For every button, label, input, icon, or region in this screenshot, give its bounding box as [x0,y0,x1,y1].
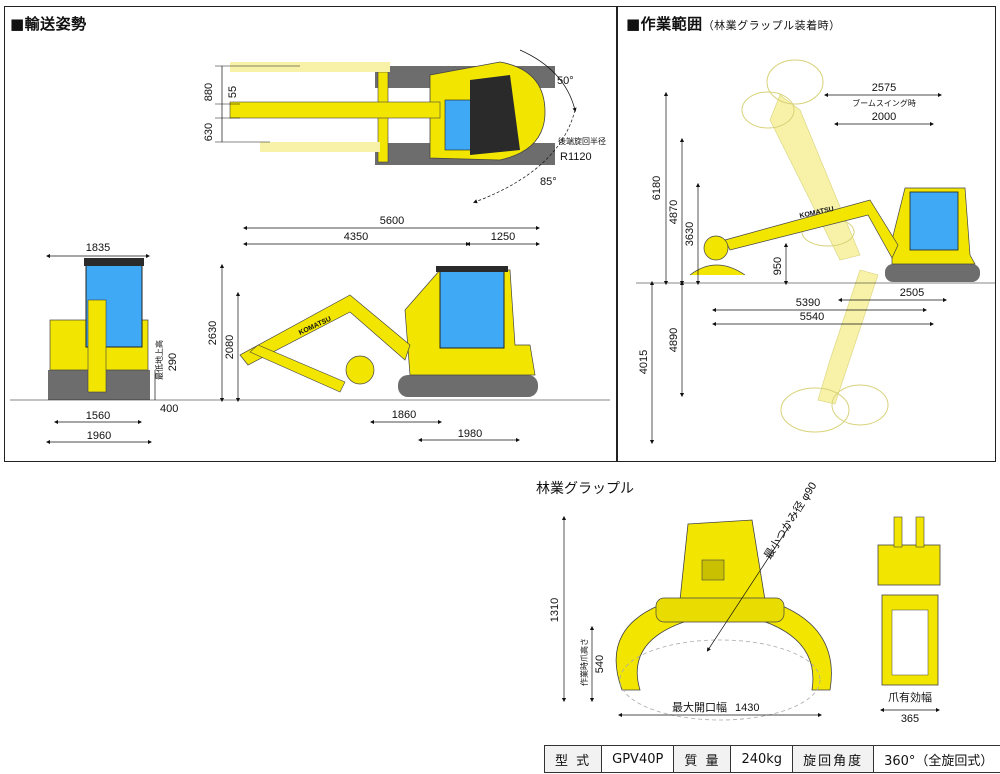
diagram-frame [4,6,996,462]
work-range-section-title: ■作業範囲（林業グラップル装着時） [626,13,841,34]
ghost-grapple-bottom2 [831,384,889,426]
top-roof [470,75,520,155]
dim-1860: 1860 [392,409,416,421]
ground-clearance-label: 最低地上高 [154,340,164,380]
ghost-grapple-top2 [741,91,795,129]
spec-row: 型 式 GPV40P 質 量 240kg 旋回角度 360°（全旋回式） [543,745,1000,773]
spec-mass-label: 質 量 [673,745,732,773]
rear-radius-label: 後端旋回半径 [558,136,606,146]
dim-4890: 4890 [668,328,680,352]
section-divider [616,6,618,462]
grapple-open-arc [619,639,821,721]
dim-2080: 2080 [224,335,236,359]
side-view-machine: KOMATSU [239,266,538,397]
grapple-pivot-bar [655,597,785,623]
grapple-claw-right [759,604,832,691]
work-range-title: ■作業範囲 [626,15,703,33]
work-boom [724,199,899,259]
dim-5540: 5540 [800,311,824,323]
dim-1250: 1250 [491,231,515,243]
boom-swing-label: ブームスイング時 [852,98,916,108]
top-view-machine [229,61,555,165]
work-range-machine: KOMATSU [689,187,980,282]
top-ghost-arm-right [260,142,380,152]
top-view-dims: 880 55 630 50° 85° 後端旋回半径 R1120 [203,49,606,204]
grapple-side-view [615,519,832,721]
dim-4870: 4870 [668,200,680,224]
ghost-grapple-bottom [780,387,850,433]
grapple-front-opening [891,609,929,676]
side-roof [436,266,508,272]
top-cab-window [444,99,474,151]
grapple-front-view [877,516,941,686]
max-open-label: 最大開口幅 [672,700,727,714]
dim-400: 400 [160,403,178,415]
work-track [885,264,980,282]
side-cab [439,269,505,349]
grapple-front-ear-left [893,516,903,548]
effective-width: 365 [901,713,919,725]
ghost-grapple-top [766,59,824,105]
grapple-section-title: 林業グラップル [536,481,634,497]
grapple-claw-left [615,604,692,691]
side-track [398,375,538,397]
dim-1835: 1835 [86,242,110,254]
rear-radius-value: R1120 [560,151,592,163]
dim-5600: 5600 [380,215,404,227]
work-range-dims: 6180 4870 3630 950 4890 4015 2575 ブームスイン… [636,82,995,445]
dim-4350: 4350 [344,231,368,243]
spec-rotation-label: 旋回角度 [792,745,875,773]
dim-1560: 1560 [86,410,110,422]
side-view-dims: 5600 4350 1250 2630 2080 400 1860 1980 [160,215,541,443]
angle-50: 50° [557,75,574,87]
dim-1960: 1960 [87,430,111,442]
max-open: 1430 [735,702,759,714]
spec-mass-value: 240kg [730,745,794,773]
spec-rotation-value: 360°（全旋回式） [873,745,1000,773]
grapple-front-head [877,544,941,586]
dim-2630: 2630 [207,321,219,345]
spec-type-label: 型 式 [543,745,603,773]
spec-type-value: GPV40P [601,745,675,773]
effective-width-label: 爪有効幅 [888,690,932,704]
dim-950: 950 [772,257,784,275]
dim-6180: 6180 [651,176,663,200]
dim-2505: 2505 [900,287,924,299]
claw-height-label: 作業時爪高さ [579,638,589,686]
spec-table: 型 式 GPV40P 質 量 240kg 旋回角度 360°（全旋回式） [543,745,1000,773]
grapple-height: 1310 [549,598,561,622]
dim-2575: 2575 [872,82,896,94]
grapple-front-ear-right [915,516,925,548]
top-ghost-arm-left [230,62,390,72]
min-grip-diameter: 最小つかみ径 φ90 [762,480,820,562]
work-cab [909,191,959,251]
work-range-subtitle: （林業グラップル装着時） [702,19,841,32]
front-view-machine [48,258,150,400]
work-range-ghosts [741,59,889,433]
dim-3630: 3630 [684,222,696,246]
front-view-dims: 1835 1560 1960 最低地上高 290 [10,242,610,445]
work-grapple [703,235,729,261]
front-grapple [87,299,107,393]
claw-height: 540 [594,655,606,673]
side-boom [239,294,411,366]
dim-630: 630 [203,123,215,141]
front-roof [84,258,144,266]
side-arm [249,344,346,393]
dim-290: 290 [167,353,179,371]
dim-2000: 2000 [872,111,896,123]
dim-880: 880 [203,83,215,101]
transport-section-title: ■輸送姿勢 [10,15,87,33]
ghost-boom-down [817,269,879,405]
work-grapple-claw [689,264,746,276]
angle-85: 85° [540,176,557,188]
top-arm [229,101,441,119]
side-grapple [345,355,375,385]
dim-5390: 5390 [796,297,820,309]
grapple-motor [701,559,725,581]
dim-1980: 1980 [458,428,482,440]
dim-4015: 4015 [638,350,650,374]
dim-55: 55 [227,86,239,98]
